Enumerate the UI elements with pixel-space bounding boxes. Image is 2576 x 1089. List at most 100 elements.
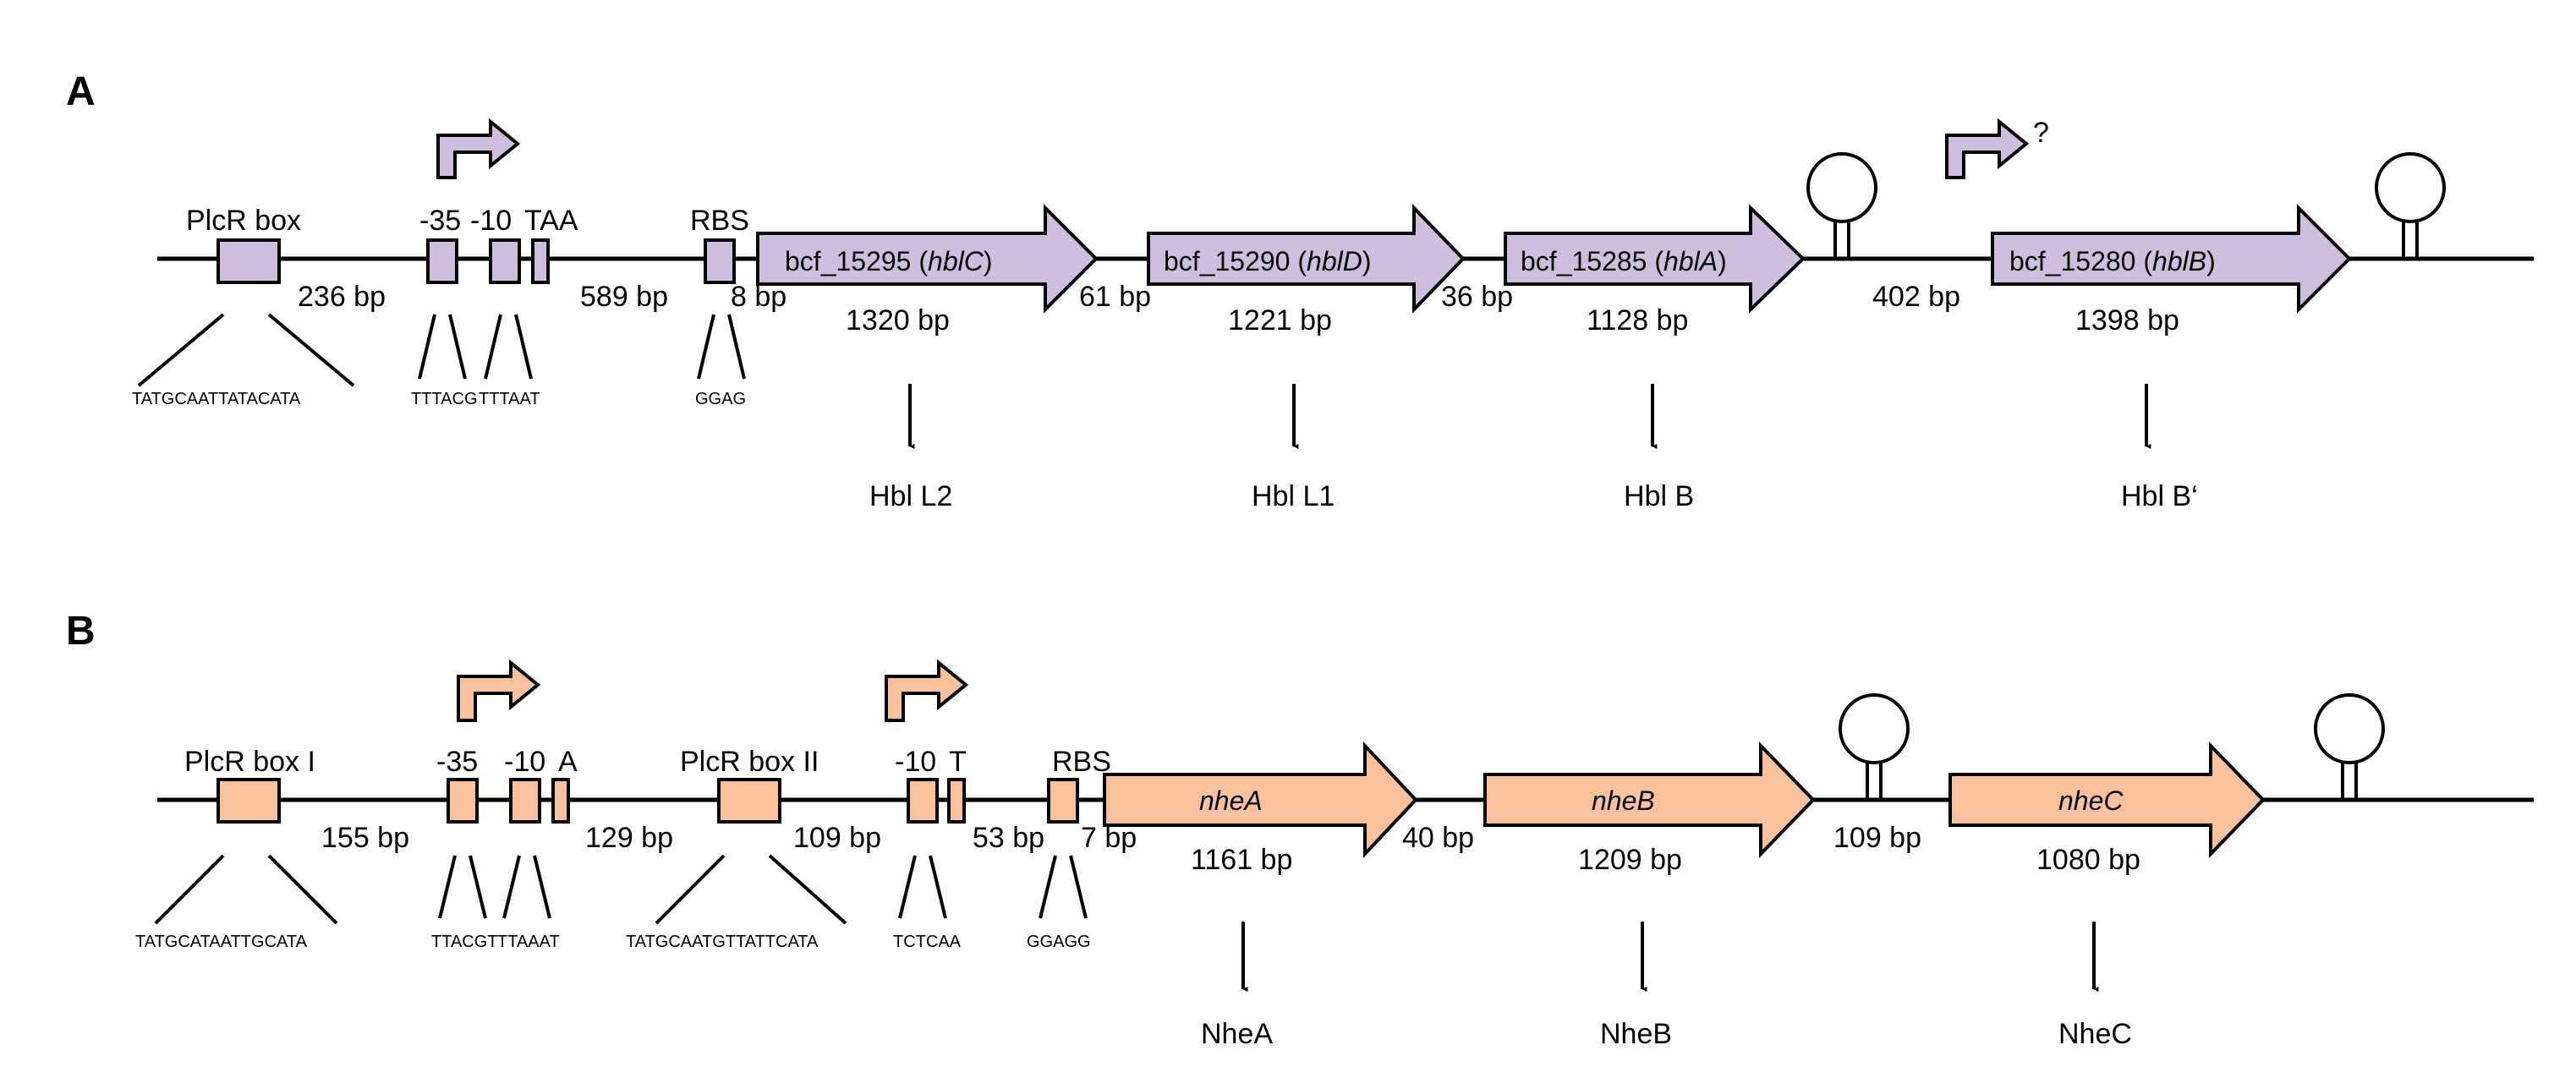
panel-b-minus35-seq: TTACGT [431,933,498,951]
panel-a-dist-6: 402 bp [1872,281,1960,313]
panel-a-plcr-zoom-right [267,313,355,387]
panel-a-gene-3-length: 1128 bp [1587,304,1688,337]
panel-b-promoter-arrow-1 [457,659,541,722]
panel-a-dist-1: 236 bp [298,281,386,313]
panel-b-minus10b-zoom-left [898,855,917,919]
panel-b-minus35-zoom-left [438,855,457,919]
panel-b-dist-5: 7 bp [1081,822,1137,854]
panel-a-protein-4: Hbl B‘ [2121,480,2198,512]
panel-b-promoter-arrow-2 [885,659,969,722]
panel-b-minus10-zoom-right [533,855,551,919]
panel-a-protein-2: Hbl L1 [1252,480,1335,512]
panel-a-taa-label: TAA [524,205,578,237]
panel-a-rbs-zoom-left [697,314,715,380]
panel-b-protein-2: NheB [1600,1018,1672,1050]
panel-b-plcr2-zoom-left [655,854,726,925]
panel-a-gene-2-length: 1221 bp [1228,304,1332,337]
panel-b-gene-1-name: nheA [1199,785,1263,816]
panel-a-protein-1: Hbl L2 [869,480,952,512]
panel-a-gene-4-length: 1398 bp [2075,304,2179,337]
panel-b-gene-2-length: 1209 bp [1578,844,1682,876]
panel-a-gene-2-name: bcf_15290 (hblD) [1164,246,1371,276]
panel-a-promoter-arrow-2 [1945,118,2030,179]
panel-a-promoter-2-question: ? [2033,117,2049,149]
panel-b-terminator-1 [1839,693,1910,800]
panel-a-minus35-label: -35 [419,205,461,237]
panel-b-dist-7: 109 bp [1833,822,1921,854]
panel-b-plcr-box-1-seq: TATGCATAATTGCATA [135,933,308,951]
panel-b-rbs-label: RBS [1052,746,1111,778]
panel-a-gene-1-length: 1320 bp [846,304,950,337]
panel-b-plcr-box-2 [717,778,781,824]
panel-b-gene-nheb-arrow [1483,742,1816,858]
panel-a-dist-2: 589 bp [580,281,668,313]
panel-b: B PlcR box I TATGCATAATTGCATA 155 bp -35… [66,609,2534,1050]
panel-a-rbs-box [704,238,736,284]
panel-a-dist-3: 8 bp [731,281,787,313]
panel-a: A PlcR box TATGCAATTATACATA 236 bp -35 -… [66,69,2534,512]
panel-b-plcr-box-2-label: PlcR box II [680,746,819,778]
panel-a-gene-hblb-arrow [1991,204,2352,314]
panel-b-gene-nhec-arrow [1948,742,2266,858]
panel-b-letter: B [66,609,96,654]
panel-b-rbs-seq: GGAGG [1027,933,1091,951]
panel-a-protein-3: Hbl B [1624,480,1694,512]
panel-a-minus35-zoom-left [418,314,436,380]
panel-b-minus10-seq: TTAAAT [497,933,560,951]
panel-a-terminator-1 [1806,152,1877,259]
panel-b-dist-3: 109 bp [793,822,881,854]
panel-b-dist-4: 53 bp [973,822,1044,854]
panel-b-protein-3: NheC [2058,1018,2132,1050]
panel-b-plcr1-zoom-right [267,854,338,925]
panel-b-minus10b-label: -10 [895,746,936,778]
panel-b-plcr1-zoom-left [154,854,225,925]
panel-a-minus35-box [426,238,458,284]
panel-b-plcr-box-1-label: PlcR box I [184,746,315,778]
panel-b-minus10-zoom-left [502,855,521,919]
panel-a-dist-4: 61 bp [1079,281,1151,313]
panel-b-dist-6: 40 bp [1402,822,1474,854]
panel-b-minus35-zoom-right [469,855,487,919]
panel-a-dist-5: 36 bp [1441,281,1513,313]
panel-b-gene-nhea-arrow [1103,741,1418,859]
panel-b-plcr-box-2-seq: TATGCAATGTTATTCATA [626,933,819,951]
panel-a-minus10-zoom-right [514,314,533,380]
panel-b-gene-2-name: nheB [1592,785,1655,816]
panel-b-rbs-zoom-left [1039,855,1057,919]
panel-b-t-label: T [949,746,967,778]
panel-a-gene-1-name: bcf_15295 (hblC) [785,246,992,276]
panel-b-plcr2-zoom-right [768,854,847,925]
panel-a-terminator-2 [2375,152,2446,259]
panel-a-rbs-label: RBS [690,205,749,237]
panel-b-minus10-label: -10 [504,746,545,778]
panel-a-taa-box [531,238,550,284]
panel-b-dist-2: 129 bp [585,822,673,854]
panel-a-gene-4-name: bcf_15280 (hblB) [2009,246,2216,276]
panel-a-minus10-label: -10 [470,205,512,237]
panel-a-rbs-seq: GGAG [695,390,746,408]
panel-a-gene-hbla-arrow [1504,204,1806,314]
panel-a-rbs-zoom-right [727,314,746,380]
panel-b-minus10b-seq: TCTCAA [893,933,962,951]
panel-b-a-box [551,778,570,824]
panel-b-gene-3-length: 1080 bp [2036,844,2140,876]
panel-b-rbs-zoom-right [1069,855,1088,919]
panel-a-minus10-box [489,238,521,284]
panel-b-minus10-box [509,778,541,824]
panel-b-minus35-box [447,778,479,824]
panel-a-gene-hblc-arrow [756,204,1099,314]
panel-b-a-label: A [558,746,578,778]
panel-a-minus35-zoom-right [448,314,467,380]
panel-b-minus10b-zoom-right [929,855,947,919]
panel-b-dist-1: 155 bp [321,822,409,854]
panel-a-plcr-zoom-left [137,313,225,387]
panel-a-promoter-arrow [436,118,521,179]
panel-a-plcr-seq: TATGCAATTATACATA [132,390,301,408]
panel-b-minus10b-box [907,778,939,824]
panel-a-minus10-zoom-left [484,314,502,380]
panel-b-minus35-label: -35 [436,746,478,778]
panel-b-gene-1-length: 1161 bp [1191,844,1292,876]
panel-a-gene-hbld-arrow [1147,204,1466,314]
panel-a-letter: A [66,69,96,114]
